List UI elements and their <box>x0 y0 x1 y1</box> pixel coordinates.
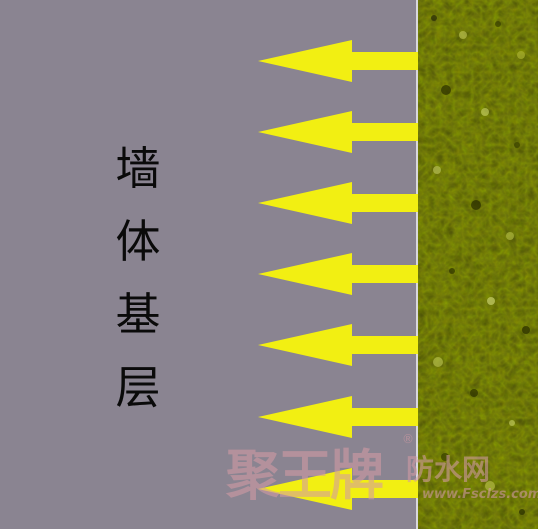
layer-boundary-line <box>416 0 418 529</box>
arrow-7 <box>258 468 418 510</box>
left-arrow-icon <box>258 324 418 366</box>
arrow-6 <box>258 396 418 438</box>
arrow-2 <box>258 111 418 153</box>
arrow-5 <box>258 324 418 366</box>
texture-pattern <box>418 0 538 529</box>
texture-speckles <box>431 15 530 515</box>
arrow-4 <box>258 253 418 295</box>
left-arrow-icon <box>258 396 418 438</box>
left-arrow-icon <box>258 40 418 82</box>
left-arrow-icon <box>258 253 418 295</box>
left-arrow-icon <box>258 468 418 510</box>
waterproof-texture-layer <box>418 0 538 529</box>
wall-base-label: 墙 体 基 层 <box>115 142 161 414</box>
arrow-1 <box>258 40 418 82</box>
left-arrow-icon <box>258 182 418 224</box>
left-arrow-icon <box>258 111 418 153</box>
arrow-3 <box>258 182 418 224</box>
